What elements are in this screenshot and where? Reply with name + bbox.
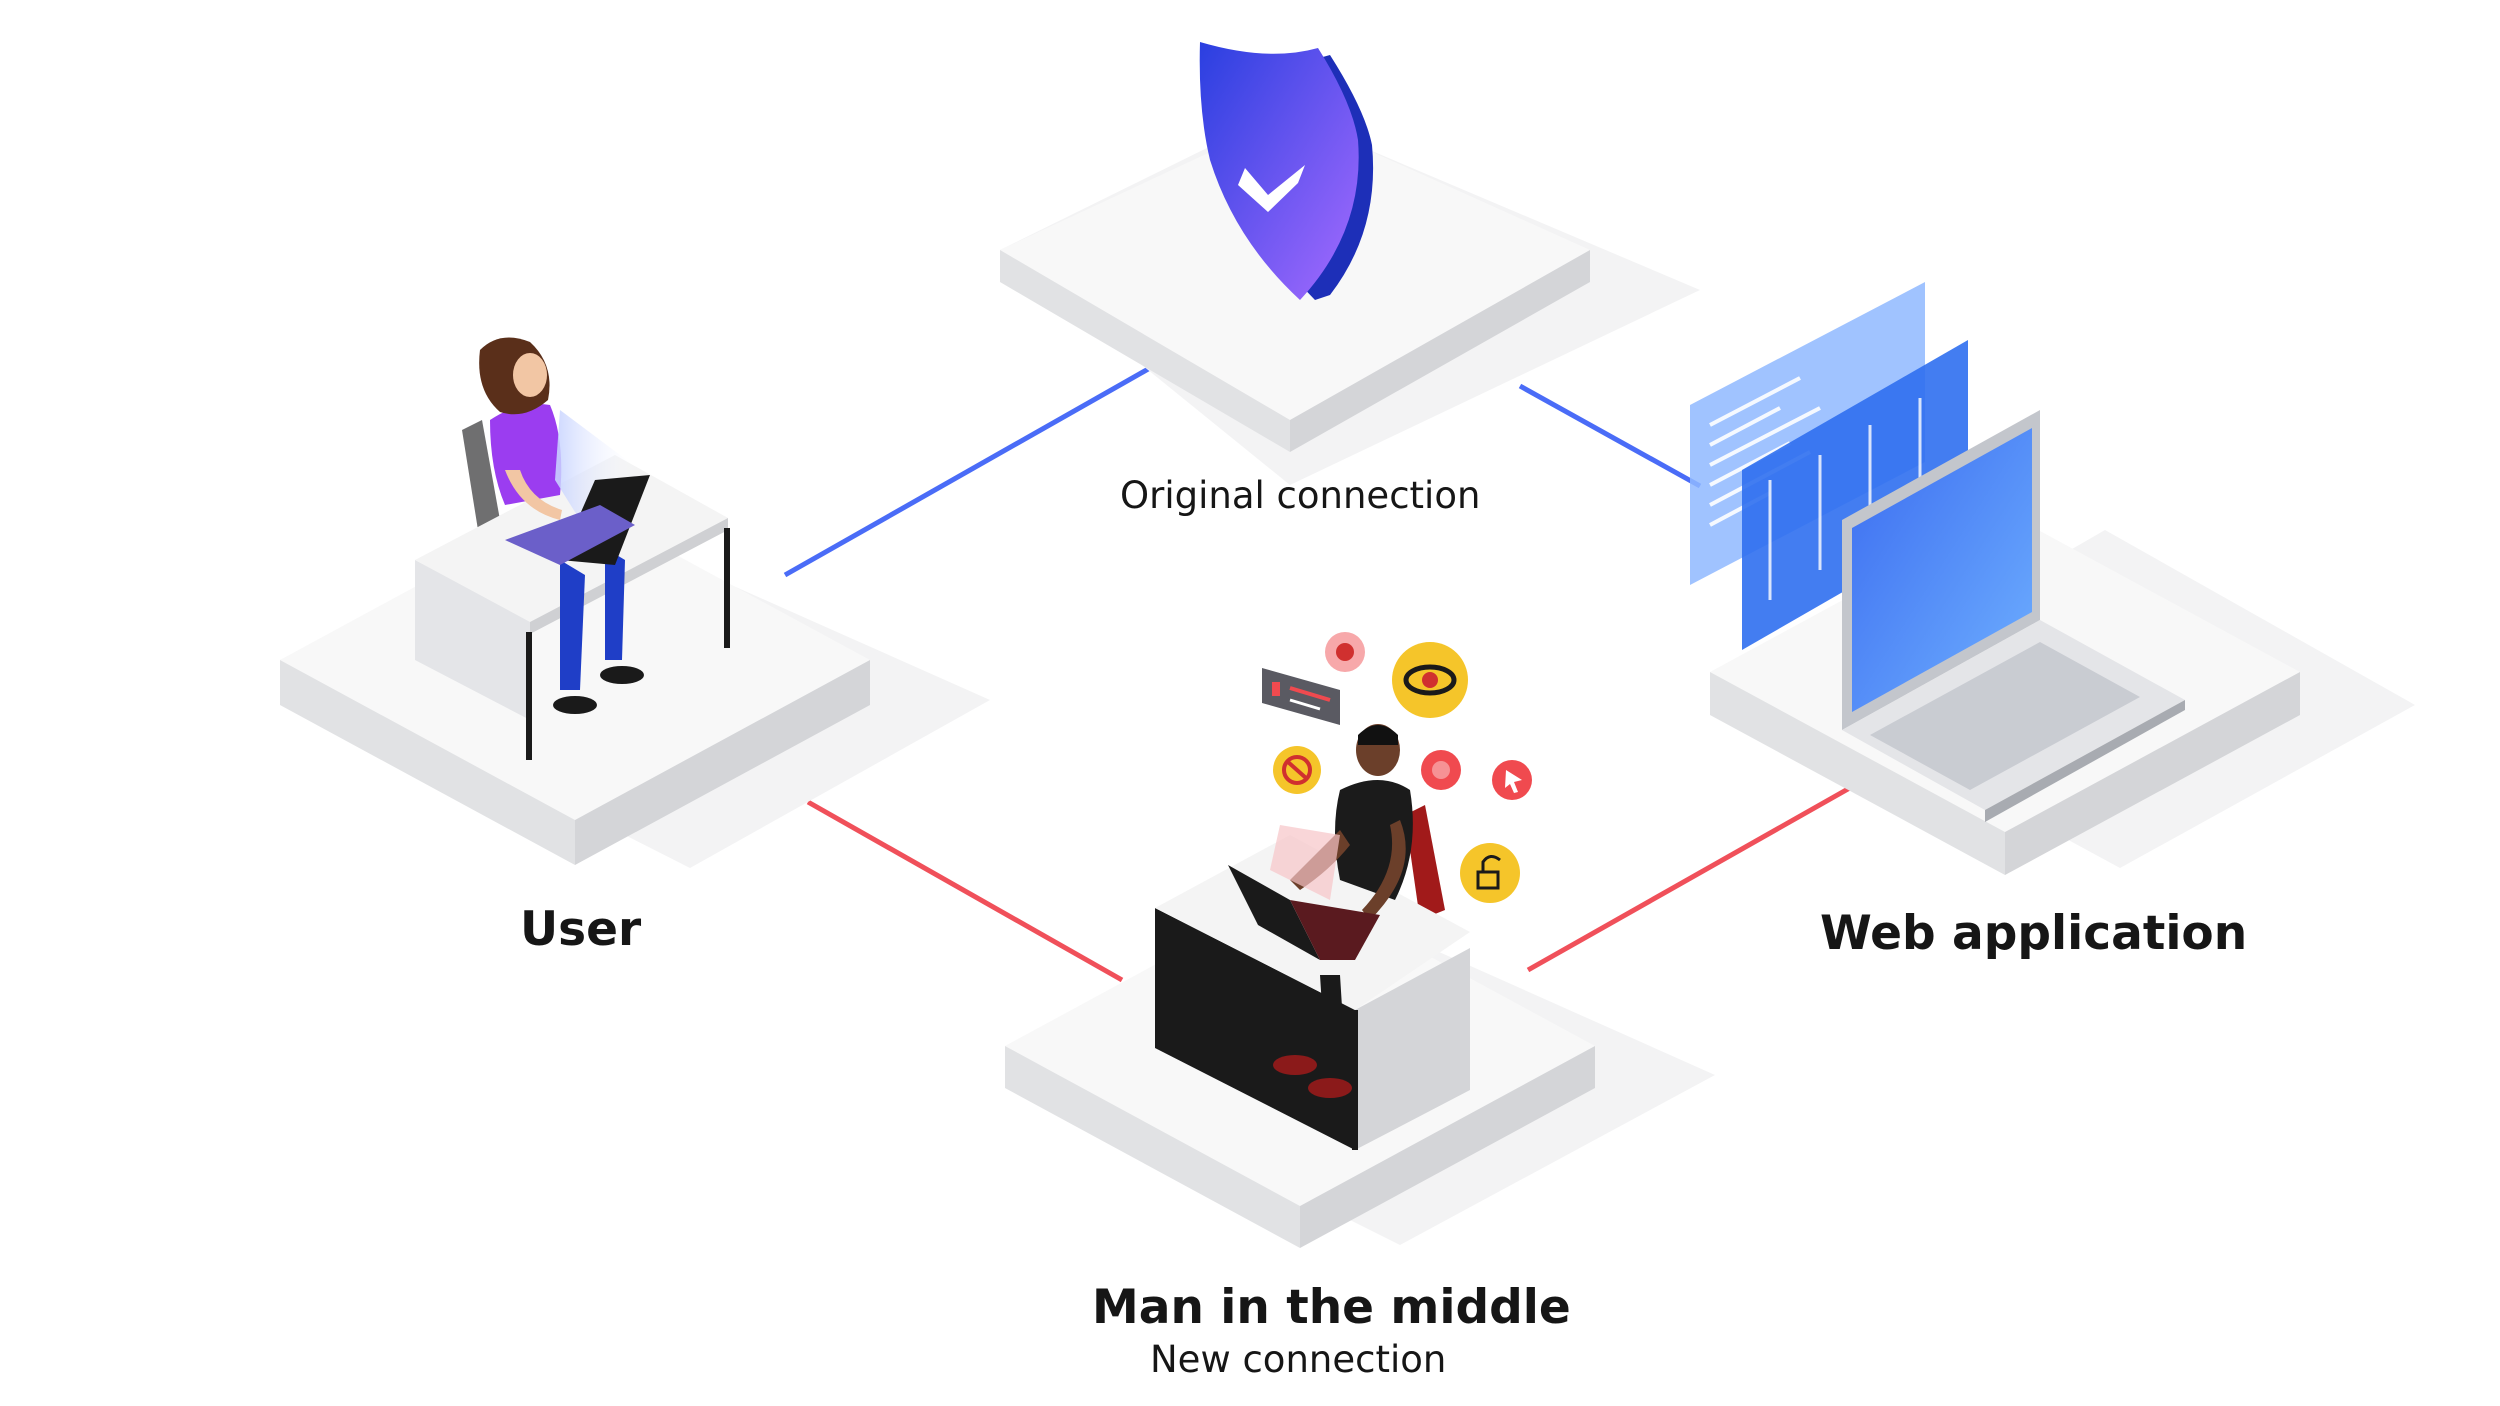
connection-lines [783, 365, 1857, 983]
cursor-icon [1492, 760, 1532, 800]
shield-check-icon [1199, 42, 1374, 300]
attacker-figure [1155, 724, 1470, 1150]
secure-line-user-shield [783, 365, 1152, 578]
code-window-icon [1690, 282, 1968, 650]
attack-line-user-mitm [806, 799, 1124, 983]
user-label: User [520, 902, 642, 957]
user-figure [415, 337, 730, 760]
web-application-label: Web application [1820, 906, 2248, 961]
alert-window-icon [1262, 668, 1340, 725]
threat-icons [1262, 632, 1532, 903]
bug-icon [1325, 632, 1365, 672]
block-icon [1273, 746, 1321, 794]
laptop-icon [1842, 410, 2185, 822]
eye-icon [1392, 642, 1468, 718]
new-connection-label: New connection [1150, 1338, 1447, 1381]
lock-icon [1460, 843, 1520, 903]
secure-line-shield-webapp [1518, 383, 1702, 489]
man-in-the-middle-label: Man in the middle [1092, 1280, 1571, 1335]
virus-icon [1421, 750, 1461, 790]
attack-line-mitm-webapp [1526, 782, 1857, 973]
original-connection-label: Original connection [1120, 474, 1481, 517]
